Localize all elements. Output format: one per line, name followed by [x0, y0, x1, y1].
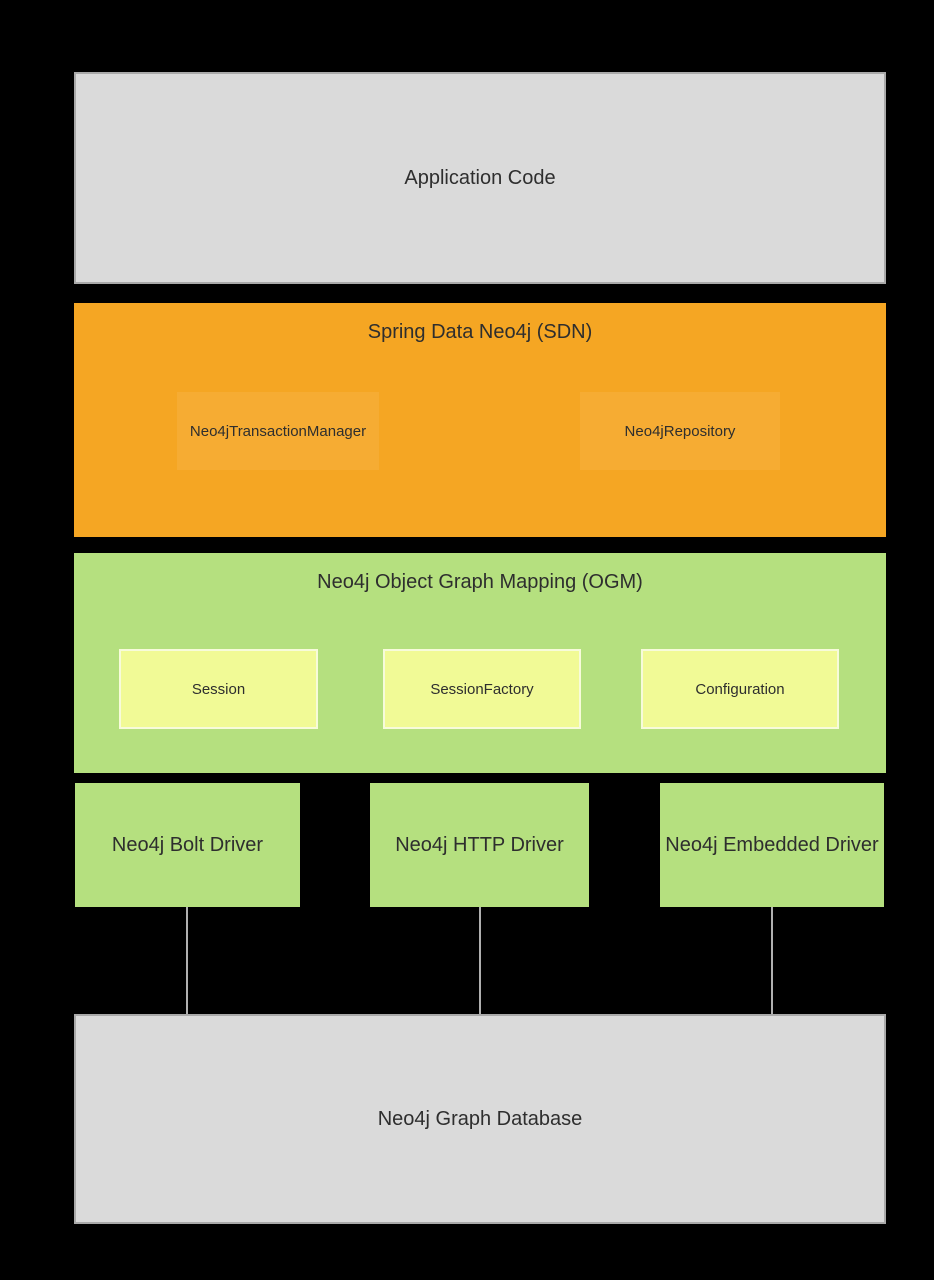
component-session-factory: SessionFactory — [383, 649, 581, 729]
connector-bolt-to-database — [186, 907, 188, 1014]
component-configuration: Configuration — [641, 649, 839, 729]
sdn-title: Spring Data Neo4j (SDN) — [367, 321, 593, 343]
configuration-label: Configuration — [695, 680, 785, 698]
ogm-title: Neo4j Object Graph Mapping (OGM) — [317, 571, 643, 593]
component-session: Session — [119, 649, 318, 729]
layer-neo4j-ogm: Neo4j Object Graph Mapping (OGM) Session… — [74, 553, 886, 773]
component-neo4j-embedded-driver: Neo4j Embedded Driver — [660, 783, 884, 907]
neo4j-transaction-manager-label: Neo4jTransactionManager — [189, 422, 367, 440]
connector-http-to-database — [479, 907, 481, 1014]
session-factory-label: SessionFactory — [430, 680, 534, 698]
embedded-driver-label: Neo4j Embedded Driver — [665, 833, 879, 856]
bolt-driver-label: Neo4j Bolt Driver — [111, 833, 264, 856]
connector-embedded-to-database — [771, 907, 773, 1014]
graph-database-label: Neo4j Graph Database — [377, 1107, 583, 1130]
layer-spring-data-neo4j: Spring Data Neo4j (SDN) Neo4jTransaction… — [74, 303, 886, 537]
component-neo4j-http-driver: Neo4j HTTP Driver — [370, 783, 589, 907]
component-neo4j-bolt-driver: Neo4j Bolt Driver — [75, 783, 300, 907]
component-neo4j-transaction-manager: Neo4jTransactionManager — [177, 392, 379, 470]
neo4j-repository-label: Neo4jRepository — [624, 422, 736, 440]
session-label: Session — [191, 680, 246, 698]
application-code-label: Application Code — [404, 166, 556, 189]
component-neo4j-repository: Neo4jRepository — [580, 392, 780, 470]
layer-application-code: Application Code — [74, 72, 886, 284]
layer-neo4j-graph-database: Neo4j Graph Database — [74, 1014, 886, 1224]
http-driver-label: Neo4j HTTP Driver — [395, 833, 564, 856]
